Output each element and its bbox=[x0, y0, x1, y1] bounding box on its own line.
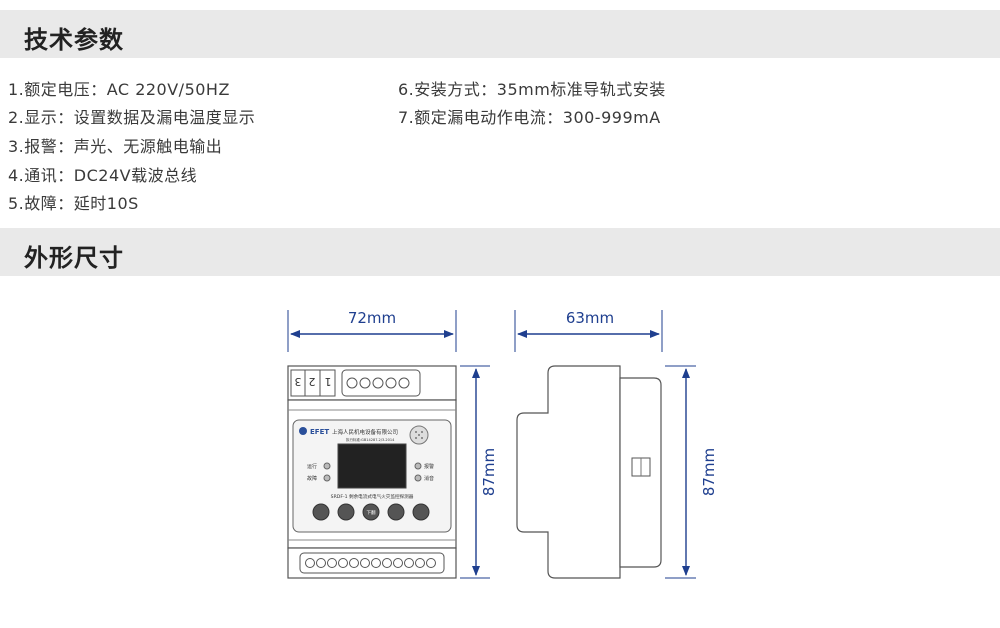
side-width-label: 63mm bbox=[566, 309, 614, 327]
led-label-fault: 故障 bbox=[307, 475, 317, 482]
front-view: 72mm 3 2 1 EFET 上海人民机电设备有限公司 执行标准:GB1428… bbox=[287, 309, 498, 579]
side-view: 63mm 87mm bbox=[514, 309, 718, 579]
front-width-label: 72mm bbox=[348, 309, 396, 327]
front-height-label: 87mm bbox=[480, 448, 498, 496]
terminal-screw-strip bbox=[341, 369, 421, 397]
brand-logo-icon bbox=[299, 427, 307, 435]
keypad: 下翻 bbox=[312, 503, 430, 521]
section-bar-dimensions: 外形尺寸 bbox=[0, 228, 1000, 276]
model-line: SRDF-1 剩余电流式电气火灾监控探测器 bbox=[331, 493, 414, 500]
dimension-drawing: 72mm 3 2 1 EFET 上海人民机电设备有限公司 执行标准:GB1428… bbox=[287, 309, 718, 579]
company-name: 上海人民机电设备有限公司 bbox=[332, 428, 398, 436]
key-button[interactable] bbox=[337, 503, 355, 521]
terminal-number: 3 bbox=[295, 375, 302, 388]
spec-item: 1.额定电压：AC 220V/50HZ bbox=[8, 80, 230, 99]
brand-name: EFET bbox=[310, 428, 329, 436]
side-height-label: 87mm bbox=[700, 448, 718, 496]
key-button[interactable] bbox=[362, 503, 380, 521]
spec-item: 6.安装方式：35mm标准导轨式安装 bbox=[398, 80, 666, 99]
led-fault-icon bbox=[323, 474, 331, 482]
terminal-number: 1 bbox=[325, 375, 332, 388]
side-profile-housing bbox=[516, 365, 621, 579]
spec-item: 3.报警：声光、无源触电输出 bbox=[8, 137, 223, 156]
section-title-dimensions: 外形尺寸 bbox=[24, 244, 124, 272]
spec-item: 7.额定漏电动作电流：300-999mA bbox=[398, 108, 661, 127]
terminal-number-plate bbox=[290, 369, 336, 397]
terminal-screw-icons bbox=[346, 377, 410, 389]
section-bar-tech-params: 技术参数 bbox=[0, 10, 1000, 58]
led-alarm-icon bbox=[414, 462, 422, 470]
spec-item: 2.显示：设置数据及漏电温度显示 bbox=[8, 108, 256, 127]
key-label-down: 下翻 bbox=[367, 509, 376, 516]
led-label-run: 运行 bbox=[307, 463, 317, 470]
key-button[interactable] bbox=[412, 503, 430, 521]
spec-item: 4.通讯：DC24V载波总线 bbox=[8, 166, 198, 185]
lcd-display bbox=[337, 443, 407, 489]
terminal-number: 2 bbox=[309, 375, 316, 388]
key-button[interactable] bbox=[312, 503, 330, 521]
led-label-alarm: 报警 bbox=[424, 463, 434, 470]
section-title-tech-params: 技术参数 bbox=[24, 26, 124, 54]
standard-text: 执行标准:GB14287.2/3-2014 bbox=[346, 437, 395, 442]
key-button[interactable] bbox=[387, 503, 405, 521]
led-run-icon bbox=[323, 462, 331, 470]
terminal-screw-icons bbox=[305, 558, 436, 568]
spec-item: 5.故障：延时10S bbox=[8, 194, 139, 213]
led-label-silence: 消音 bbox=[424, 475, 434, 482]
led-silence-icon bbox=[414, 474, 422, 482]
